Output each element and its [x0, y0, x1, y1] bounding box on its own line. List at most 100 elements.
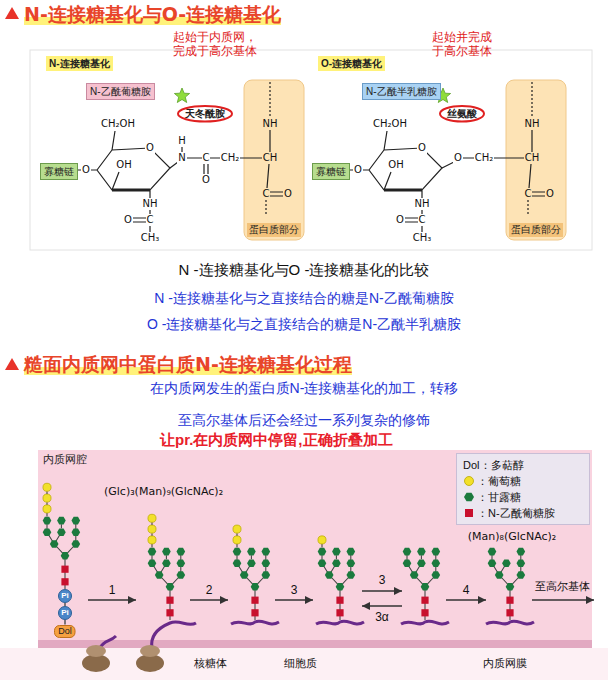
- explanatory-text: 至高尔基体后还会经过一系列复杂的修饰: [178, 412, 430, 429]
- residue-ellipse: 丝氨酸: [439, 105, 485, 123]
- node-text: Dol: [58, 626, 72, 636]
- figure-caption: N -连接糖基化与O -连接糖基化的比较: [179, 261, 430, 279]
- connector: [64, 620, 66, 625]
- legend-row: Dol：多萜醇: [463, 457, 583, 473]
- atom-label: CH₂OH: [100, 118, 136, 130]
- atom-label: NH: [414, 198, 431, 210]
- panel-frame: [30, 50, 592, 250]
- step-number: 3: [379, 573, 386, 587]
- section-title: 糙面内质网中蛋白质N-连接糖基化过程: [24, 353, 352, 376]
- legend-swatch: [463, 491, 475, 503]
- dolichol-anchor: Dol: [54, 625, 76, 638]
- swatch-hexagon: [464, 493, 474, 502]
- atom-label: O: [283, 188, 293, 200]
- atom-label: O: [145, 142, 155, 154]
- connector: [64, 603, 66, 606]
- phosphate-circle: Pi: [58, 589, 72, 603]
- formula-label: (Man)₈(GlcNAc)₂: [468, 530, 556, 543]
- explanatory-text: 在内质网发生的蛋白质N-连接糖基化的加工，转移: [150, 380, 459, 397]
- node-text: N-乙酰半乳糖胺: [366, 86, 437, 97]
- legend-row: ：N-乙酰葡糖胺: [463, 505, 583, 521]
- part-label: 核糖体: [194, 657, 227, 670]
- atom-label: O: [545, 188, 555, 200]
- ribosome: [82, 645, 110, 672]
- legend-row: ：甘露糖: [463, 489, 583, 505]
- node-text: 蛋白质部分: [247, 223, 301, 237]
- backbone-dashes: [266, 82, 532, 214]
- protein-band-fill: [244, 80, 304, 240]
- legend-swatch: [463, 507, 475, 519]
- circle-fill: [59, 607, 72, 620]
- phosphate-circle: Pi: [58, 606, 72, 620]
- step-number: 3: [291, 583, 298, 597]
- step-number: 2: [206, 583, 213, 597]
- ribosome: [136, 645, 164, 672]
- node-text: 寡糖链: [316, 166, 346, 177]
- sugar-ring: [78, 131, 170, 232]
- residue-ellipse: 天冬酰胺: [177, 105, 233, 123]
- ellipse-line: [440, 106, 484, 122]
- sugar-ring: [350, 131, 442, 232]
- annotation: 起始并完成 于高尔基体: [412, 30, 512, 59]
- atom-label: CH: [262, 152, 279, 164]
- atom-label: C: [524, 188, 533, 200]
- oligosaccharide-tree: [318, 536, 355, 620]
- atom-label: NH: [524, 118, 541, 130]
- atom-label: O: [353, 164, 363, 176]
- er-lumen-fill: [38, 450, 592, 640]
- pill-fill: [55, 625, 76, 637]
- atom-label: CH₃: [412, 232, 433, 244]
- title-triangle: [5, 358, 19, 370]
- atom-label: NH: [262, 118, 279, 130]
- polypeptide-chains: [100, 621, 534, 648]
- atom-label: N: [177, 152, 186, 164]
- step-number: 1: [109, 583, 116, 597]
- sugar-name-box: N-乙酰葡糖胺: [86, 83, 155, 100]
- er-membrane: [38, 640, 592, 648]
- legend-box: Dol：多萜醇：葡萄糖：甘露糖：N-乙酰葡糖胺: [456, 453, 590, 525]
- chain-box: 寡糖链: [40, 163, 78, 180]
- step-number: 4: [463, 583, 470, 597]
- atom-label: OH: [115, 159, 132, 171]
- atom-label: C: [418, 214, 427, 226]
- part-label: 细胞质: [284, 657, 317, 670]
- formula-label: (Glc)₃(Man)₉(GlcNAc)₂: [104, 485, 223, 498]
- annotation: 起始于内质网， 完成于高尔基体: [165, 30, 265, 59]
- node-text: 寡糖链: [44, 166, 74, 177]
- serine-bonds: [442, 130, 546, 196]
- legend-text: ：葡萄糖: [477, 473, 521, 489]
- atom-label: C: [146, 214, 155, 226]
- node-text: 丝氨酸: [447, 108, 477, 120]
- part-label: 内质网膜: [483, 657, 527, 670]
- handwritten-note: 让pr.在内质网中停留,正确折叠加工: [160, 431, 393, 449]
- atom-label: NH: [142, 198, 159, 210]
- legend-text: ：甘露糖: [477, 489, 521, 505]
- atom-label: C: [202, 152, 211, 164]
- oligosaccharide-tree: [403, 548, 440, 620]
- part-label: 至高尔基体: [535, 580, 590, 593]
- step-number: 3α: [375, 610, 389, 624]
- swatch-square: [465, 509, 473, 517]
- legend-text: Dol：多萜醇: [463, 457, 524, 473]
- oligosaccharide-tree: [488, 548, 525, 620]
- node-text: Pi: [61, 591, 69, 600]
- legend-row: ：葡萄糖: [463, 473, 583, 489]
- section-title: N-连接糖基化与O-连接糖基化: [24, 3, 281, 26]
- explanatory-text: O -连接糖基化与之直接结合的糖是N-乙酰半乳糖胺: [147, 316, 461, 333]
- swatch-circle: [465, 477, 474, 486]
- atom-label: C: [262, 188, 271, 200]
- heading-tag: O-连接糖基化: [318, 56, 385, 71]
- protein-band-fill: [506, 80, 566, 240]
- node-text: 内质网腔: [43, 453, 87, 465]
- heading-tag: N-连接糖基化: [46, 56, 113, 71]
- node-text: O-连接糖基化: [321, 58, 382, 69]
- atom-label: CH₃: [140, 232, 161, 244]
- oligosaccharide-tree: [233, 525, 270, 620]
- title-triangle: [5, 7, 19, 19]
- node-text: N-连接糖基化: [49, 58, 110, 69]
- atom-label: CH: [524, 152, 541, 164]
- sugar-name-box: N-乙酰半乳糖胺: [362, 83, 441, 100]
- node-text: 蛋白质部分: [509, 223, 563, 237]
- atom-label: O: [453, 152, 463, 164]
